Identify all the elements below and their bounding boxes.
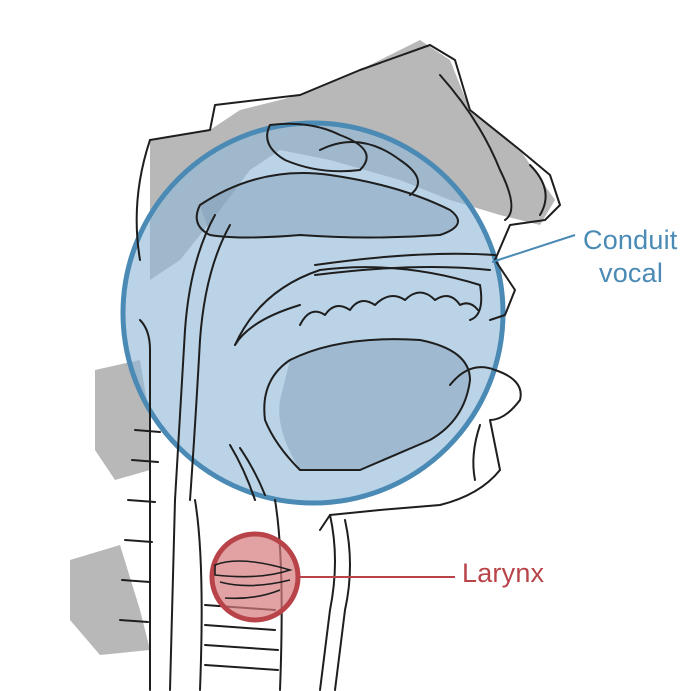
larynx-label: Larynx (462, 557, 544, 590)
vocal-tract-label-line1: Conduit (583, 224, 677, 257)
vocal-tract-label-line2: vocal (583, 257, 677, 290)
vocal-tract-highlight (123, 123, 503, 503)
vocal-tract-label: Conduit vocal (583, 224, 677, 290)
